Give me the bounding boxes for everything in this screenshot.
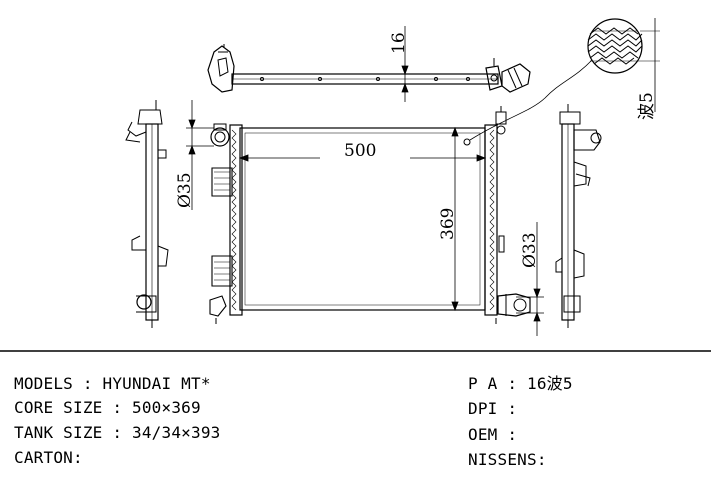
spec-models: MODELS : HYUNDAI MT*	[14, 374, 211, 393]
fin-detail	[463, 18, 660, 146]
dim-wave-label: 波5	[637, 92, 657, 120]
dim-500-label: 500	[344, 141, 376, 161]
dim-dia33-label: Ø33	[520, 232, 540, 268]
right-side-view	[555, 104, 602, 328]
left-side-view	[125, 100, 169, 328]
spec-pa: P A : 16波5	[468, 374, 573, 393]
dim-dia35-label: Ø35	[175, 172, 195, 208]
dim-16-label: 16	[389, 32, 409, 54]
front-view	[209, 106, 531, 324]
spec-dpi: DPI :	[468, 399, 518, 418]
dim-369-label: 369	[438, 208, 458, 240]
dim-dia33	[516, 222, 544, 336]
dim-16	[396, 26, 414, 102]
spec-nissens: NISSENS:	[468, 450, 547, 469]
dim-dia35	[186, 100, 214, 210]
spec-oem: OEM :	[468, 425, 518, 444]
spec-tank-size: TANK SIZE : 34/34×393	[14, 423, 221, 442]
radiator-technical-drawing: 16 波5 500 369 Ø35 Ø33	[0, 18, 711, 352]
top-view	[207, 44, 531, 93]
dim-369	[451, 126, 459, 312]
spec-carton: CARTON:	[14, 448, 83, 467]
dim-500	[238, 154, 487, 162]
spec-core-size: CORE SIZE : 500×369	[14, 398, 201, 417]
